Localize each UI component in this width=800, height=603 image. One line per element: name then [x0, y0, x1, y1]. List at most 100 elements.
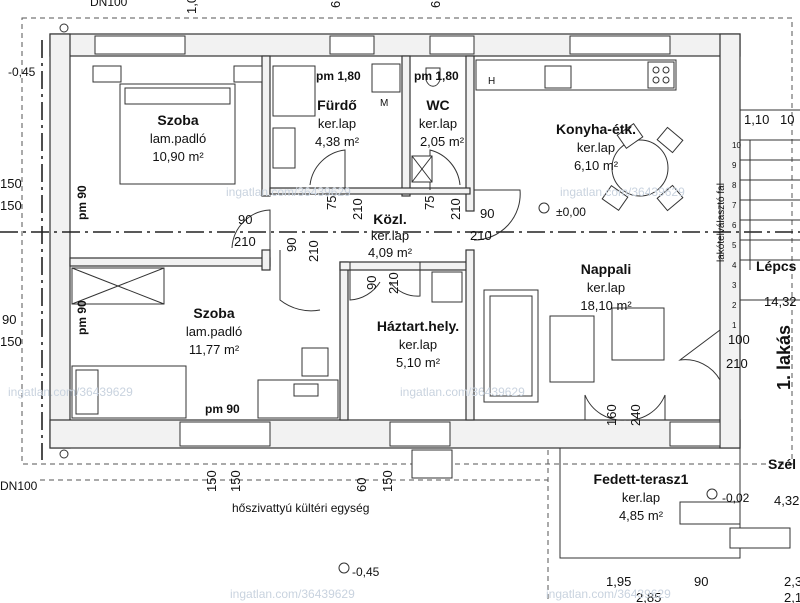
room-name: Lépcs — [756, 258, 797, 274]
stair-step: 10 — [732, 141, 741, 150]
room-area: 4,32 — [774, 493, 799, 508]
room-floor: ker.lap — [419, 116, 457, 131]
level-label: ±0,00 — [556, 205, 586, 219]
room-area: 4,38 m² — [315, 134, 360, 149]
room-name: Háztart.hely. — [377, 318, 459, 334]
furniture — [71, 59, 684, 479]
stair-step: 7 — [732, 201, 737, 210]
room-name: Közl. — [373, 211, 406, 227]
room-area: 14,32 — [764, 294, 797, 309]
dimension: 210 — [386, 272, 401, 294]
room-name: Konyha-étk. — [556, 121, 636, 137]
room-area: 10,90 m² — [152, 149, 204, 164]
dimension: 90 — [238, 212, 252, 227]
stair-step: 3 — [732, 281, 737, 290]
level-label: -0,45 — [8, 65, 36, 79]
dimension: 210 — [448, 198, 463, 220]
dimension: 160 — [604, 404, 619, 426]
dimension: 150 — [0, 334, 22, 349]
pm-label: pm 90 — [75, 300, 89, 335]
dimension: 210 — [726, 356, 748, 371]
room-floor: lam.padló — [150, 131, 206, 146]
dimension: 6 — [328, 1, 343, 8]
room-floor: ker.lap — [587, 280, 625, 295]
watermark: ingatlan.com/36439629 — [546, 587, 671, 601]
room-floor: ker.lap — [371, 228, 409, 243]
wall-note: lakótelválasztó fal — [716, 183, 727, 262]
toilet — [425, 67, 441, 87]
dimension: 210 — [234, 234, 256, 249]
room-area: 4,09 m² — [368, 245, 413, 260]
kitchen-counter — [475, 59, 677, 91]
room-name: Nappali — [581, 261, 632, 277]
dimension: 240 — [628, 404, 643, 426]
pm-label: pm 90 — [75, 185, 89, 220]
dimension: 1,95 — [606, 574, 631, 589]
dimension: 210 — [350, 198, 365, 220]
dimension: 90 — [364, 276, 379, 290]
room-name: WC — [426, 97, 449, 113]
room-floor: ker.lap — [622, 490, 660, 505]
room-floor: ker.lap — [399, 337, 437, 352]
dimension: 6 — [428, 1, 443, 8]
dimension: 210 — [306, 240, 321, 262]
dimension: 150 — [380, 470, 395, 492]
dining-table — [611, 139, 669, 197]
level-label: -0,02 — [722, 491, 750, 505]
room-floor: ker.lap — [318, 116, 356, 131]
stair-step: 6 — [732, 221, 737, 230]
stairs: 10 9 8 7 6 5 4 3 2 1 — [732, 109, 800, 330]
interior-walls — [69, 55, 475, 421]
watermark: ingatlan.com/36439629 — [400, 385, 525, 399]
dimension: 210 — [470, 228, 492, 243]
room-floor: ker.lap — [577, 140, 615, 155]
dimension: 90 — [2, 312, 16, 327]
stair-step: 2 — [732, 301, 737, 310]
dimension: 150 — [0, 176, 22, 191]
room-name: Szoba — [193, 305, 234, 321]
stair-step: 4 — [732, 261, 737, 270]
armchair — [611, 307, 665, 361]
room-area: 5,10 m² — [396, 355, 441, 370]
watermark: ingatlan.com/36439629 — [8, 385, 133, 399]
dimension: 100 — [728, 332, 750, 347]
dimension: 90 — [694, 574, 708, 589]
dimension: 2,1 — [784, 590, 800, 603]
top-windows — [94, 35, 721, 447]
dn100-label: DN100 — [0, 479, 38, 493]
room-name: Szoba — [157, 112, 198, 128]
stair-step: 9 — [732, 161, 737, 170]
stair-step: 8 — [732, 181, 737, 190]
dn100-label: DN100 — [90, 0, 128, 9]
dimension: 75 — [422, 196, 437, 210]
room-area: 18,10 m² — [580, 298, 632, 313]
doors — [231, 149, 721, 421]
room-area: 11,77 m² — [189, 342, 240, 357]
h-mark: H — [488, 76, 495, 87]
room-area: 6,10 m² — [574, 158, 619, 173]
pm-label: pm 90 — [205, 402, 240, 416]
watermark: ingatlan.com/36439629 — [560, 185, 685, 199]
pm-label: pm 1,80 — [414, 69, 459, 83]
dimension: 150 — [0, 198, 22, 213]
pm-label: pm 1,80 — [316, 69, 361, 83]
coffee-table — [549, 315, 595, 383]
room-area: 2,05 m² — [420, 134, 465, 149]
dimension: 90 — [480, 206, 494, 221]
lakas-label: 1. lakás — [774, 325, 794, 390]
level-label: -0,45 — [352, 565, 380, 579]
room-area: 4,85 m² — [619, 508, 664, 523]
outer-walls — [49, 33, 741, 449]
stair-step: 1 — [732, 321, 737, 330]
watermark: ingatlan.com/36439629 — [226, 185, 351, 199]
dimension: 60 — [354, 478, 369, 492]
dimension: 2,85 — [636, 590, 661, 603]
stair-step: 5 — [732, 241, 737, 250]
room-name: Fedett-terasz1 — [594, 471, 689, 487]
m-mark: M — [380, 98, 388, 109]
dimension: 10 — [780, 112, 794, 127]
dimension: 150 — [228, 470, 243, 492]
washer — [371, 63, 401, 93]
watermark: ingatlan.com/36439629 — [230, 587, 355, 601]
